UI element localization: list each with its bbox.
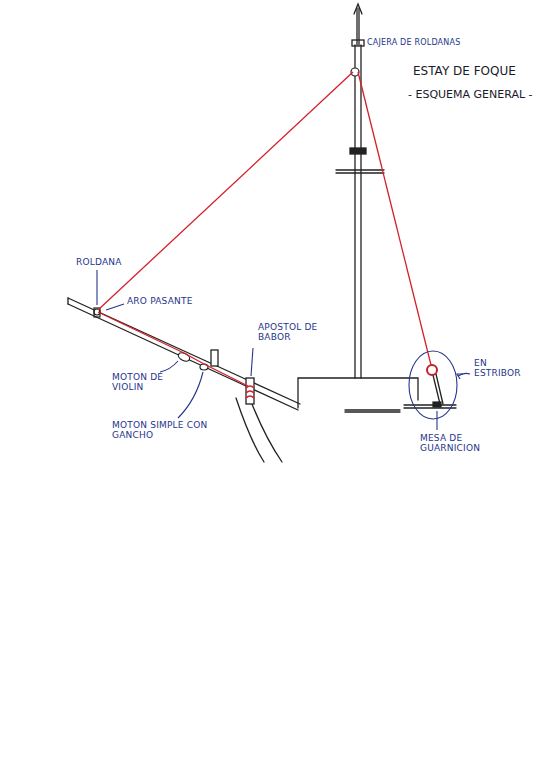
hull-and-spars [68, 4, 456, 462]
part-label: ROLDANA [76, 257, 122, 267]
part-label: EN ESTRIBOR [474, 358, 534, 379]
part-label: ARO PASANTE [127, 296, 193, 306]
part-label: MOTON DE VIOLIN [112, 372, 172, 393]
title: ESTAY DE FOQUE [413, 64, 516, 78]
subtitle: - ESQUEMA GENERAL - [408, 88, 533, 101]
part-label: MOTON SIMPLE CON GANCHO [112, 420, 220, 441]
blocks [94, 68, 441, 407]
part-label: MESA DE GUARNICION [420, 433, 500, 454]
part-label: APOSTOL DE BABOR [258, 322, 320, 343]
part-label: CAJERA DE ROLDANAS [367, 38, 460, 47]
stay-lines [98, 72, 431, 398]
leader-lines [97, 270, 470, 430]
